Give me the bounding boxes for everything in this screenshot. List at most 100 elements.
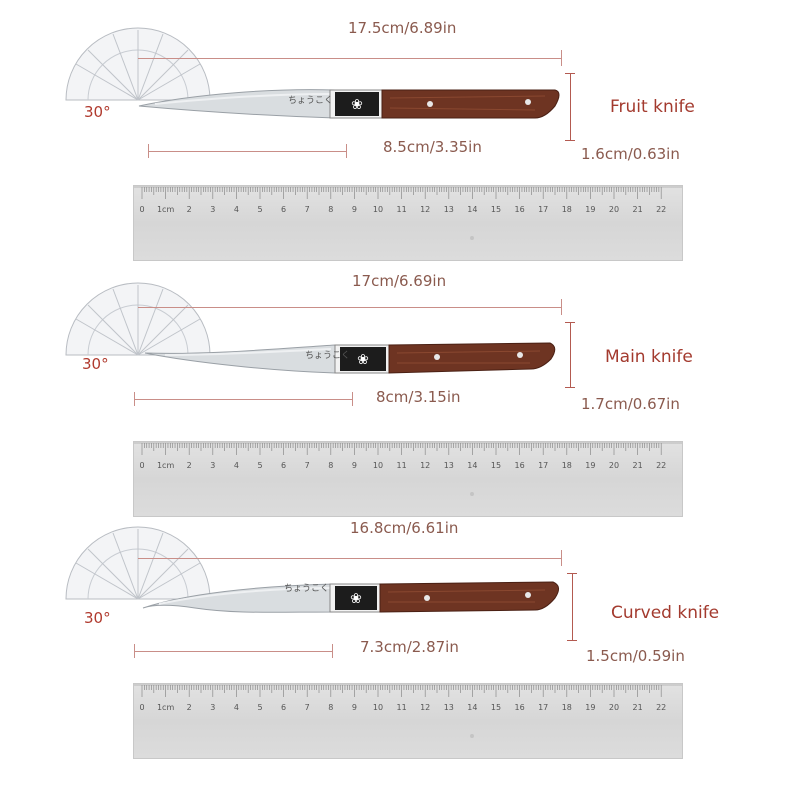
ruler-label: 15 [491,703,501,712]
ruler-label: 21 [633,205,643,214]
ruler-label: 19 [585,461,595,470]
knife-name: Main knife [605,347,693,367]
ruler-label: 19 [585,205,595,214]
ruler-label: 3 [210,703,215,712]
total-length-label: 16.8cm/6.61in [350,519,459,537]
ruler-label: 16 [515,205,525,214]
ruler-label: 18 [562,703,572,712]
ruler-label: 11 [397,703,407,712]
ruler-label: 10 [373,703,383,712]
ruler-label: 1cm [157,703,174,712]
blade-length-line [134,651,332,652]
ruler-label: 2 [187,461,192,470]
ruler-label: 15 [491,461,501,470]
dimension-tick [148,144,149,158]
ruler-label: 5 [257,461,262,470]
ruler-label: 10 [373,461,383,470]
angle-label: 30° [84,609,111,627]
ruler-label: 21 [633,461,643,470]
ruler-label: 19 [585,703,595,712]
dimension-tick [561,299,562,315]
ruler-hole [470,236,474,240]
ruler-label: 11 [397,205,407,214]
ruler-label: 8 [328,205,333,214]
ruler-label: 17 [538,461,548,470]
knife-name: Fruit knife [610,97,695,117]
fruit-knife-image: ❀ [138,89,560,119]
dimension-cap [567,573,577,574]
ruler-label: 17 [538,205,548,214]
ruler-label: 1cm [157,205,174,214]
svg-text:❀: ❀ [351,97,363,113]
brand-engraving: ちょうこく [284,584,330,594]
protractor [65,526,211,600]
ruler-label: 9 [352,703,357,712]
total-length-label: 17.5cm/6.89in [348,19,457,37]
ruler-label: 6 [281,205,286,214]
dimension-tick [332,644,333,658]
total-length-line [138,58,562,59]
blade-length-label: 7.3cm/2.87in [360,638,459,656]
ruler-label: 13 [444,703,454,712]
ruler-label: 21 [633,703,643,712]
dimension-tick [134,392,135,406]
total-length-line [138,307,562,308]
ruler-label: 8 [328,461,333,470]
dimension-tick [352,392,353,406]
ruler-label: 3 [210,205,215,214]
ruler-label: 15 [491,205,501,214]
blade-length-line [148,151,346,152]
ruler-label: 12 [420,703,430,712]
ruler-label: 17 [538,703,548,712]
ruler-label: 20 [609,461,619,470]
ruler-label: 16 [515,703,525,712]
svg-text:❀: ❀ [357,352,369,368]
handle-width-label: 1.7cm/0.67in [581,395,680,413]
angle-label: 30° [82,355,109,373]
ruler-label: 10 [373,205,383,214]
dimension-cap [565,140,575,141]
fruit-knife-section: 30° 17.5cm/6.89in ❀ ちょうこく Fruit knife 1.… [0,0,800,261]
blade-length-label: 8cm/3.15in [376,388,461,406]
ruler-label: 6 [281,703,286,712]
ruler-label: 1cm [157,461,174,470]
brand-engraving: ちょうこく [305,351,351,361]
dimension-cap [565,322,575,323]
ruler-label: 0 [139,461,144,470]
knife-name: Curved knife [611,603,720,623]
dimension-tick [561,550,562,566]
ruler-label: 13 [444,461,454,470]
ruler-hole [470,734,474,738]
ruler-label: 12 [420,205,430,214]
dimension-cap [567,640,577,641]
blade-length-label: 8.5cm/3.35in [383,138,482,156]
dimension-tick [346,144,347,158]
total-length-label: 17cm/6.69in [352,272,447,290]
dimension-cap [565,387,575,388]
brand-engraving: ちょうこく [288,96,334,106]
ruler-label: 7 [305,461,310,470]
ruler-label: 9 [352,461,357,470]
protractor [65,27,211,101]
ruler-label: 16 [515,461,525,470]
ruler-label: 3 [210,461,215,470]
ruler-label: 2 [187,205,192,214]
ruler-label: 6 [281,461,286,470]
curved-knife-image: ❀ [142,581,559,613]
blade-length-line [134,399,352,400]
total-length-line [138,558,562,559]
ruler-label: 2 [187,703,192,712]
ruler-label: 18 [562,205,572,214]
ruler-label: 22 [656,205,666,214]
dimension-cap [565,73,575,74]
ruler-label: 20 [609,703,619,712]
ruler-label: 9 [352,205,357,214]
ruler-label: 4 [234,205,239,214]
ruler-label: 14 [467,205,477,214]
handle-width-label: 1.5cm/0.59in [586,647,685,665]
ruler-label: 7 [305,703,310,712]
main-knife-section: 30° 17cm/6.69in ❀ ちょうこく Main knife 1.7cm… [0,255,800,517]
